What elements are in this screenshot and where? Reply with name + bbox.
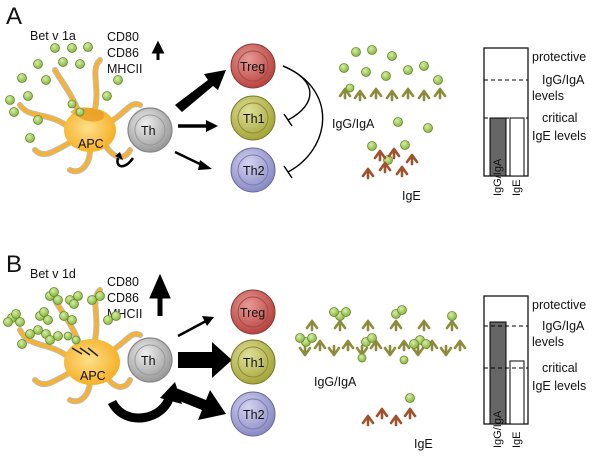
panel-a-level-ige: IgE levels	[532, 129, 586, 143]
panel-a-th2-cell: Th2	[230, 147, 276, 193]
panel-a-th1-cell: Th1	[230, 95, 276, 141]
panel-b-marker-cd86: CD86	[107, 291, 139, 305]
panel-a-marker-cd86: CD86	[107, 46, 139, 60]
panel-a-igg-label: IgG/IgA	[332, 117, 375, 131]
panel-a-free-antigens	[339, 45, 443, 165]
panel-b-level-chart: IgG/IgA IgE protective IgG/IgA levels cr…	[483, 295, 586, 448]
panel-a-ige-label: IgE	[402, 189, 421, 203]
panel-b-igg-bar	[489, 321, 507, 425]
panel-b-igg-axis-label: IgG/IgA	[492, 410, 504, 448]
panel-a-level-critical: critical	[542, 111, 577, 125]
panel-a-treg-label: Treg	[240, 60, 265, 74]
panel-a-marker-mhcii: MHCII	[107, 62, 142, 76]
panel-a-level-levels: levels	[532, 89, 564, 103]
panel-a-letter: A	[6, 3, 22, 30]
panel-a-igg-antibodies	[338, 87, 447, 102]
panel-b-treg-cell: Treg	[230, 289, 276, 335]
panel-a-th1-label: Th1	[243, 112, 265, 126]
panel-b-marker-cd80: CD80	[107, 275, 139, 289]
panel-a-ige-axis-label: IgE	[511, 179, 523, 196]
panel-a-igg-axis-label: IgG/IgA	[492, 158, 504, 196]
panel-b-ige-axis-label: IgE	[511, 431, 523, 448]
panel-b-differentiation-arrows	[172, 316, 232, 420]
panel-b-th1-label: Th1	[243, 356, 265, 370]
panel-a-th-cell: Th	[127, 107, 173, 153]
panel-a-loop-arrow	[116, 157, 135, 168]
panel-a-treg-cell: Treg	[230, 43, 276, 89]
panel-b-igg-antibodies	[298, 319, 467, 357]
panel-a-antigen-label: Bet v 1a	[30, 29, 76, 43]
panel-a: A Bet v 1a CD80 CD86 MHCII	[5, 3, 586, 203]
panel-a-marker-cd80: CD80	[107, 30, 139, 44]
panel-b-igg-label: IgG/IgA	[314, 375, 357, 389]
panel-b-level-ige: IgE levels	[532, 379, 586, 393]
panel-a-inhibition-arrows	[282, 65, 324, 179]
panel-b-th2-cell: Th2	[230, 391, 276, 437]
panel-a-level-chart: IgG/IgA IgE protective IgG/IgA levels cr…	[483, 47, 586, 196]
panel-a-th-label: Th	[141, 124, 156, 138]
panel-b-bound-antigens	[295, 305, 457, 403]
panel-b-ige-antibodies	[361, 407, 417, 427]
panel-b-apc-label: APC	[80, 369, 106, 383]
panel-a-th2-label: Th2	[243, 164, 265, 178]
panel-a-apc-label: APC	[78, 137, 104, 151]
panel-a-upregulation-arrow	[151, 40, 165, 60]
panel-b-upregulation-arrow	[149, 273, 171, 316]
panel-a-level-igg: IgG/IgA	[542, 73, 585, 87]
panel-b-letter: B	[6, 251, 22, 278]
panel-b-antigen-label: Bet v 1d	[30, 267, 76, 281]
panel-a-level-protective: protective	[532, 50, 586, 64]
panel-b-ige-label: IgE	[414, 437, 433, 451]
panel-b-ige-bar	[509, 360, 525, 425]
panel-b-th2-label: Th2	[243, 408, 265, 422]
panel-b-loop-arrow	[107, 393, 175, 423]
panel-b-treg-label: Treg	[240, 306, 265, 320]
panel-b-level-igg: IgG/IgA	[542, 319, 585, 333]
panel-a-differentiation-arrows	[174, 70, 226, 170]
panel-b-level-levels: levels	[532, 335, 564, 349]
panel-b-level-protective: protective	[532, 298, 586, 312]
panel-b-level-critical: critical	[542, 361, 577, 375]
panel-a-ige-bar	[509, 117, 525, 177]
panel-a-antigens	[5, 42, 123, 143]
panel-b-th-label: Th	[141, 354, 156, 368]
panel-b-th1-cell: Th1	[230, 339, 276, 385]
panel-b-antigens	[3, 287, 121, 349]
panel-b: B Bet v 1d CD80 CD86 MHCII	[3, 251, 586, 451]
panel-b-th-cell: Th	[127, 337, 173, 383]
